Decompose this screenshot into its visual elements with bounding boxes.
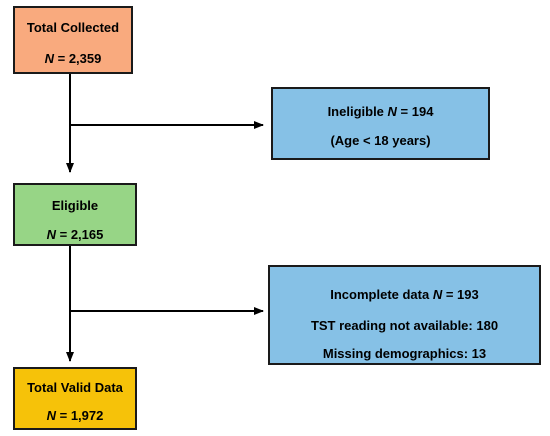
ineligible-title: Ineligible N = 194 [327, 104, 434, 119]
eligible-title: Eligible [51, 198, 99, 213]
total-valid-title: Total Valid Data [27, 380, 123, 395]
total-collected-count: N = 2,359 [44, 51, 102, 66]
eligible-box: Eligible N = 2,165 [13, 183, 137, 246]
total-collected-title: Total Collected [26, 20, 120, 35]
ineligible-box: Ineligible N = 194 (Age < 18 years) [271, 87, 490, 160]
total-collected-box: Total Collected N = 2,359 [13, 6, 133, 74]
eligible-count: N = 2,165 [46, 227, 104, 242]
incomplete-detail-tst: TST reading not available: 180 [310, 318, 499, 333]
incomplete-detail-demographics: Missing demographics: 13 [322, 346, 487, 361]
total-valid-box: Total Valid Data N = 1,972 [13, 367, 137, 430]
ineligible-reason: (Age < 18 years) [330, 133, 431, 148]
incomplete-box: Incomplete data N = 193 TST reading not … [268, 265, 541, 365]
incomplete-title: Incomplete data N = 193 [330, 287, 479, 302]
total-valid-count: N = 1,972 [46, 408, 104, 423]
